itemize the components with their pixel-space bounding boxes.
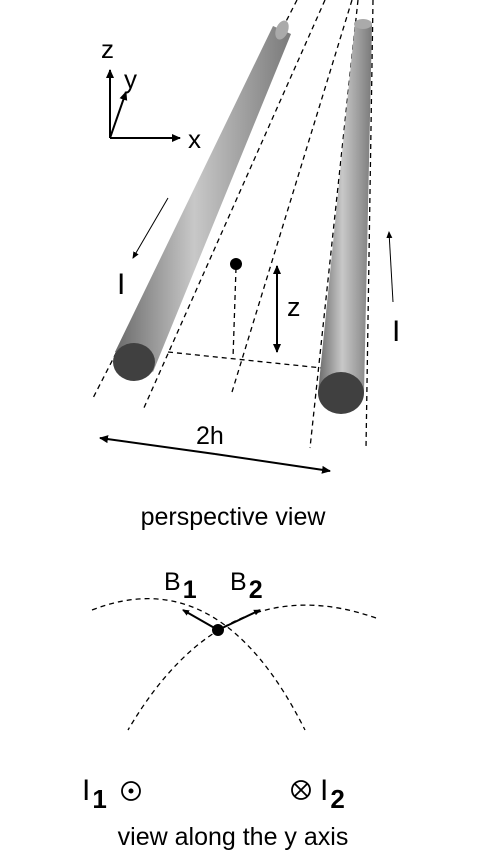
axes-triad: z y x [101, 34, 201, 154]
wire-2-label: I2 [320, 774, 345, 814]
left-current-arrow [132, 197, 169, 259]
right-current-label: I [392, 315, 400, 348]
field-point [230, 258, 242, 270]
b2-label: B2 [230, 568, 263, 604]
perspective-caption: perspective view [141, 503, 327, 531]
left-current-label: I [117, 268, 125, 301]
left-wire [113, 20, 291, 381]
b1-vector [182, 609, 219, 631]
into-page-icon [291, 780, 311, 800]
end-view-caption: view along the y axis [118, 823, 349, 851]
x-axis-label: x [188, 124, 201, 154]
end-view: B1 B2 I1 I2 [82, 568, 377, 814]
b1-label: B1 [164, 568, 197, 604]
right-wire-end [318, 372, 364, 414]
b2-vector [217, 609, 261, 631]
right-wire [318, 19, 372, 414]
wire-1-label: I1 [82, 774, 107, 814]
separation-label: 2h [196, 422, 224, 450]
out-of-page-icon [121, 781, 141, 801]
y-axis-label: y [124, 64, 137, 94]
height-label: z [287, 292, 301, 322]
left-wire-end [113, 343, 155, 381]
right-current-arrow [386, 231, 394, 303]
separation-arrow [99, 435, 216, 455]
z-axis-label: z [101, 34, 114, 64]
